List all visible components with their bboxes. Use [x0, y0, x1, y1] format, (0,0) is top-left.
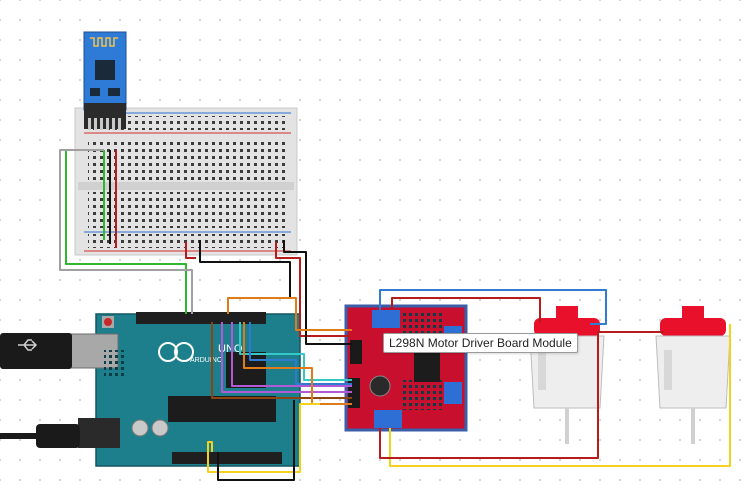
wire-blue-motor	[379, 289, 607, 325]
dc-motor-2[interactable]	[655, 306, 731, 444]
l298n-driver[interactable]	[344, 304, 468, 432]
wire-purple-2	[221, 322, 352, 393]
arduino-logo-text: ARDUINO	[190, 357, 223, 364]
power-plug-icon	[36, 424, 80, 448]
wire-black-arduino-gnd	[217, 400, 295, 481]
wire-red-driver	[275, 242, 352, 337]
wire-black-driver	[283, 240, 352, 345]
breadboard[interactable]	[74, 107, 298, 256]
dc-motor-1[interactable]	[529, 306, 605, 444]
usb-cable	[0, 333, 72, 369]
wire-red-motor-2	[379, 331, 664, 459]
wire-orange	[227, 297, 352, 331]
wires	[59, 149, 731, 481]
wire-orange-2	[243, 322, 352, 405]
wire-black-arduino	[199, 240, 291, 298]
arduino-uno-label: UNO	[218, 343, 243, 355]
wire-yellow-arduino	[207, 403, 320, 473]
dc-jack-cable	[0, 424, 80, 448]
wire-red-motor	[391, 297, 541, 322]
arduino-uno[interactable]: ARDUINO UNO	[69, 312, 301, 467]
antenna-icon	[90, 37, 118, 47]
wire-cyan	[239, 322, 352, 381]
arduino-logo-icon	[158, 342, 178, 362]
usb-icon	[18, 339, 38, 351]
wire-blue	[249, 322, 352, 385]
wire-brown	[211, 322, 352, 399]
component-tooltip: L298N Motor Driver Board Module	[383, 333, 578, 353]
wire-gray-arduino	[59, 149, 193, 314]
wire-yellow-motor	[389, 324, 731, 467]
bluetooth-module[interactable]	[83, 31, 127, 130]
wire-red-arduino	[185, 242, 196, 259]
